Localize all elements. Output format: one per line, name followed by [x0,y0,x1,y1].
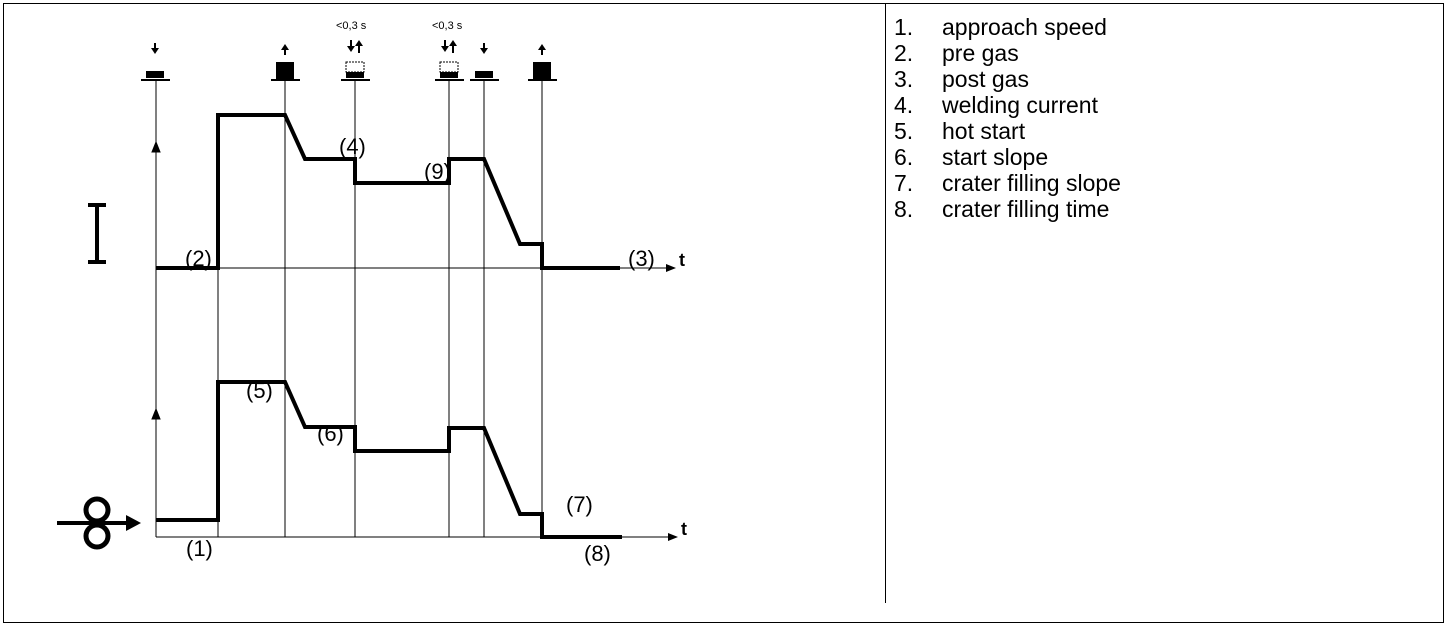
legend-item: 2. pre gas [894,40,1121,66]
legend-item: 6. start slope [894,144,1121,170]
label-1: (1) [186,536,213,561]
legend-text: post gas [942,66,1029,92]
legend-item: 7. crater filling slope [894,170,1121,196]
legend-number: 5. [894,118,914,144]
wire-feed-curve [156,380,622,539]
trigger-press-symbol-2 [470,43,499,81]
legend-number: 2. [894,40,914,66]
legend-text: approach speed [942,14,1107,40]
axis-t-upper: t [679,250,685,270]
legend-number: 1. [894,14,914,40]
legend-text: pre gas [942,40,1019,66]
timing-label-right: <0,3 s [432,20,463,32]
trigger-tap-symbol-2 [435,40,464,81]
label-7: (7) [566,492,593,517]
legend-number: 6. [894,144,914,170]
legend-item: 8. crater filling time [894,196,1121,222]
legend-text: start slope [942,144,1049,170]
legend-number: 4. [894,92,914,118]
legend-item: 3. post gas [894,66,1121,92]
label-5: (5) [246,378,273,403]
trigger-press-symbol-1 [141,43,170,81]
legend-number: 8. [894,196,914,222]
trigger-tap-symbol-1 [341,40,370,81]
label-3: (3) [628,246,655,271]
legend-number: 7. [894,170,914,196]
legend-text: welding current [942,92,1098,118]
timing-label-left: <0,3 s [336,20,367,32]
legend-item: 1. approach speed [894,14,1121,40]
label-2: (2) [185,246,212,271]
trigger-release-symbol-2 [528,44,557,81]
time-markers [217,80,543,537]
legend-list: 1. approach speed 2. pre gas 3. post gas 4.… [894,14,1121,222]
welding-sequence-diagram: <0,3 s <0,3 s (4) (9) (2) (3) t (5) (6) … [57,20,687,566]
legend-text: hot start [942,118,1026,144]
label-8: (8) [584,541,611,566]
current-axis [151,140,161,268]
wire-feed-icon [57,496,141,550]
wire-axis [151,407,161,537]
legend-text: crater filling slope [942,170,1121,196]
current-curve [156,113,620,270]
current-symbol-icon [88,203,106,264]
label-4: (4) [339,134,366,159]
legend-number: 3. [894,66,914,92]
column-divider [885,3,886,603]
legend-item: 4. welding current [894,92,1121,118]
label-9: (9) [424,159,451,184]
legend-text: crater filling time [942,196,1110,222]
label-6: (6) [317,421,344,446]
axis-t-lower: t [681,519,687,539]
legend-item: 5. hot start [894,118,1121,144]
trigger-release-symbol-1 [271,44,300,81]
